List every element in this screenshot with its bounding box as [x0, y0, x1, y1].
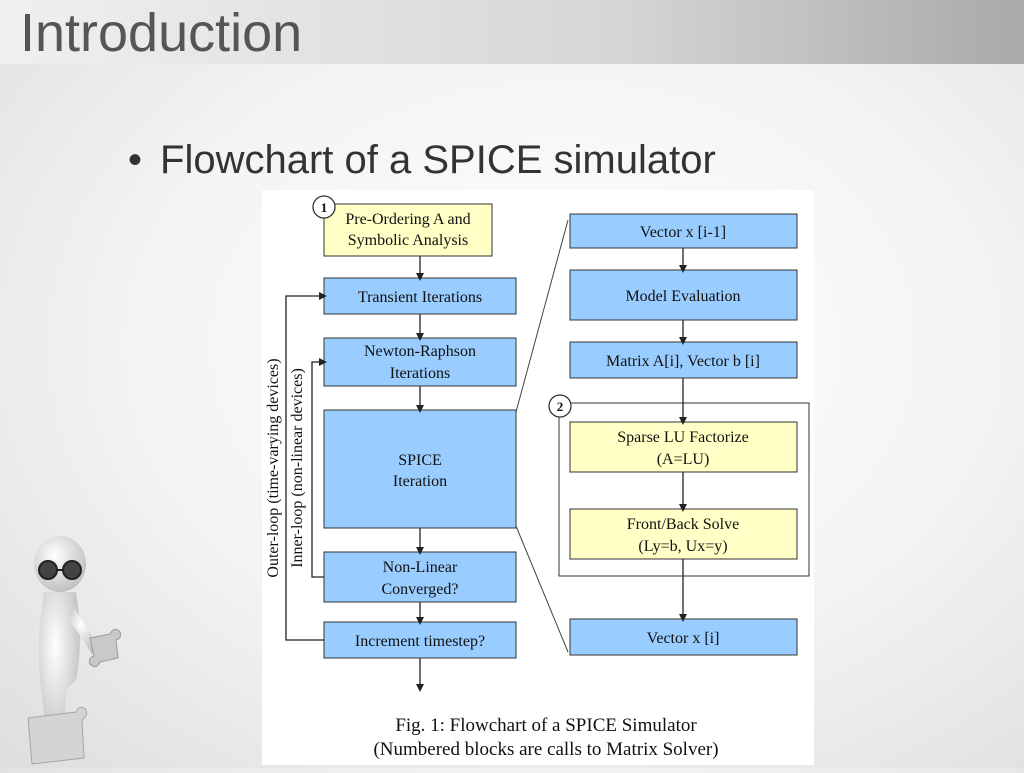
- box-newton: [323, 337, 517, 387]
- title-bar: [0, 0, 1024, 64]
- box-vecnext-line1: Vector x [i]: [647, 630, 720, 647]
- box-spice-line2: Iteration: [393, 473, 447, 490]
- box-lu: [569, 421, 798, 473]
- box-matrix-line1: Matrix A[i], Vector b [i]: [606, 353, 760, 370]
- inner-loop-path: [311, 358, 327, 578]
- box-vecnext: [569, 618, 798, 656]
- puzzle-piece-icon: [89, 628, 121, 668]
- figure-caption-line2: (Numbered blocks are calls to Matrix Sol…: [373, 739, 718, 760]
- glasses-icon: [38, 560, 58, 580]
- character-svg: [27, 536, 121, 765]
- flowchart-svg: 1 Pre-Ordering A and Symbolic Analysis T…: [265, 195, 810, 760]
- box-nonlinear-line2: Converged?: [381, 581, 458, 598]
- character-illustration: [18, 530, 128, 768]
- box-vecprev-line1: Vector x [i-1]: [640, 224, 726, 241]
- bullet-item: • Flowchart of a SPICE simulator: [128, 138, 716, 183]
- box-nonlinear-line1: Non-Linear: [383, 559, 458, 576]
- puzzle-base-icon: [27, 706, 87, 765]
- group-2-container: [558, 402, 810, 577]
- zoom-lines: [515, 219, 569, 653]
- slide-title: Introduction: [20, 3, 303, 63]
- box-increment: [323, 621, 517, 659]
- box-preorder-line1: Pre-Ordering A and: [345, 211, 470, 228]
- badge-2: [548, 394, 572, 418]
- box-lu-line1: Sparse LU Factorize: [617, 429, 749, 446]
- box-lu-line2: (A=LU): [657, 451, 710, 468]
- box-solve-line1: Front/Back Solve: [627, 516, 739, 533]
- badge-2-text: 2: [557, 399, 564, 414]
- character-body: [38, 592, 80, 745]
- box-transient-line1: Transient Iterations: [358, 289, 482, 306]
- box-increment-line1: Increment timestep?: [355, 633, 485, 650]
- badge-1-text: 1: [321, 200, 328, 215]
- box-solve-line2: (Ly=b, Ux=y): [638, 538, 727, 555]
- glasses-lens-right: [62, 560, 82, 580]
- box-newton-line1: Newton-Raphson: [364, 343, 476, 360]
- flowchart-figure: 1 Pre-Ordering A and Symbolic Analysis T…: [262, 190, 814, 765]
- box-matrix: [569, 341, 798, 379]
- outer-loop-path: [285, 292, 327, 641]
- badge-1: [312, 195, 336, 219]
- box-model-line1: Model Evaluation: [625, 288, 740, 305]
- bullet-text: Flowchart of a SPICE simulator: [160, 138, 716, 182]
- box-preorder: [323, 203, 493, 257]
- box-newton-line2: Iterations: [390, 365, 450, 382]
- figure-caption-line1: Fig. 1: Flowchart of a SPICE Simulator: [395, 715, 697, 736]
- box-preorder-line2: Symbolic Analysis: [348, 232, 468, 249]
- box-model: [569, 269, 798, 321]
- box-spice: [323, 409, 517, 529]
- box-spice-line1: SPICE: [398, 452, 442, 469]
- outer-loop-label: Outer-loop (time-varying devices): [265, 358, 282, 577]
- bullet-symbol: •: [128, 138, 143, 182]
- inner-loop-label: Inner-loop (non-linear devices): [289, 368, 306, 568]
